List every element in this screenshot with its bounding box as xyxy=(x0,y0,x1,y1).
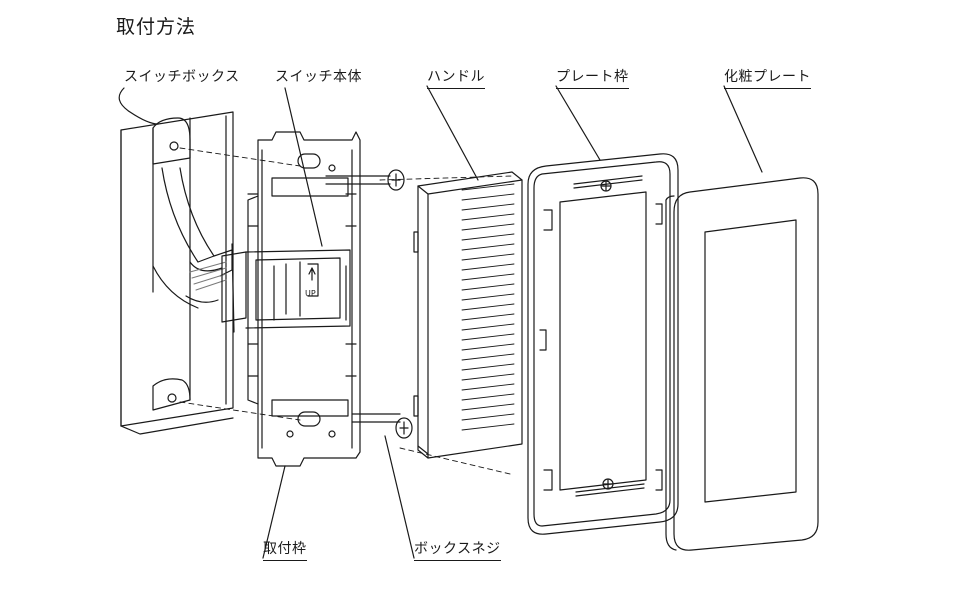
handle xyxy=(413,171,523,459)
label-switch-body: スイッチ本体 xyxy=(275,69,362,85)
label-switch-box: スイッチボックス xyxy=(124,69,240,85)
label-box-screw: ボックスネジ xyxy=(414,538,501,561)
label-handle: ハンドル xyxy=(427,66,485,89)
up-mark: UP xyxy=(305,289,316,298)
label-plate-frame: プレート枠 xyxy=(556,66,629,89)
switch-body xyxy=(221,243,351,333)
label-mounting-frame: 取付枠 xyxy=(263,538,307,561)
alignment-lines xyxy=(179,147,513,475)
handle-grip-lines xyxy=(461,183,515,431)
page-title: 取付方法 xyxy=(116,16,197,38)
label-decorative-plate: 化粧プレート xyxy=(724,66,811,89)
box-screws xyxy=(325,169,413,439)
decorative-plate xyxy=(665,177,819,551)
leader-lines xyxy=(118,85,763,559)
cable xyxy=(189,261,227,291)
plate-frame xyxy=(527,153,679,535)
switch-box xyxy=(120,111,234,435)
mounting-frame xyxy=(247,131,361,467)
